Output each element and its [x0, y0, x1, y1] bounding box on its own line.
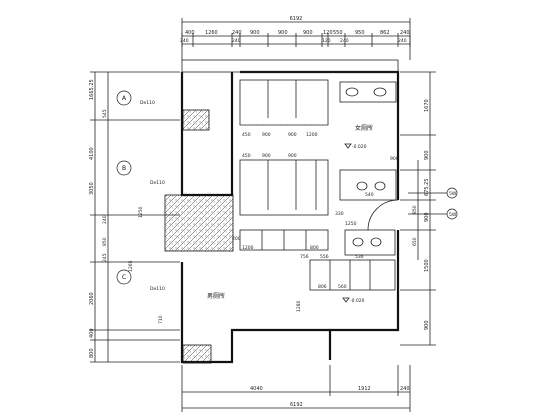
bottom-dimension-chain: 4040 1912 240 6192	[181, 365, 411, 412]
right-dim-3: 675.25	[424, 179, 430, 197]
axis-bubble-c: C	[116, 269, 132, 285]
lower-stall-dim-2: 800	[310, 245, 319, 251]
level-lower-value: -0.020	[350, 298, 365, 304]
right-sub-dim-1: 850	[412, 205, 418, 214]
left-sub-dim-2: 240	[102, 215, 108, 224]
top-dim-6: 900	[303, 30, 313, 36]
right-dim-4: 900	[424, 212, 430, 222]
axis-bubble-a: A	[116, 90, 132, 106]
pipe-label-1: De110	[140, 100, 155, 106]
top-dim-9: 950	[355, 30, 365, 36]
inner-dim-1: 540	[365, 192, 374, 198]
shaft-hatch-middle	[164, 194, 234, 252]
top-sub-dim-5: 240	[398, 38, 407, 44]
left-dim-4: 2060	[89, 292, 95, 305]
section-marker-upper: 5W	[408, 187, 458, 199]
top-dim-7: 120	[323, 30, 333, 36]
left-dim-3: 3050	[89, 182, 95, 195]
level-mark-upper: -0.020	[344, 143, 367, 150]
left-sub-dim-7: 710	[158, 315, 164, 324]
inner-dim-5: 756	[300, 254, 309, 260]
axis-bubble-a-label: A	[122, 95, 127, 102]
bottom-dim-1: 4040	[250, 386, 263, 392]
lower-stall-block: 1200 800 200 806 560	[232, 229, 347, 290]
shaft-hatch-upper	[182, 109, 210, 131]
bottom-dim-3: 240	[400, 386, 410, 392]
shaft-hatch-lower	[182, 344, 212, 364]
inner-dim-3: 900	[390, 156, 399, 162]
left-sub-dim-4: 1250	[138, 206, 144, 218]
inner-dim-7: 536	[355, 254, 364, 260]
inner-dim-8: 1280	[296, 300, 302, 312]
bottom-total-dim: 6192	[290, 402, 303, 408]
right-sub-dim-2: 650	[412, 237, 418, 246]
top-sub-dim-4: 240	[340, 38, 349, 44]
male-room-label: 男厕所	[207, 292, 225, 300]
upper-stall-dim-3: 900	[288, 132, 297, 138]
upper-stall-dim-4: 1200	[306, 132, 318, 138]
top-sub-dim-2: 240	[232, 38, 241, 44]
top-dim-8: 550	[333, 30, 343, 36]
axis-bubble-c-label: C	[122, 274, 126, 281]
pipe-label-2: De110	[150, 180, 165, 186]
left-dim-2: 4100	[89, 147, 95, 160]
pipe-label-3: De110	[150, 286, 165, 292]
top-dim-1: 400	[185, 30, 195, 36]
left-dim-1: 1665.25	[89, 79, 95, 100]
axis-bubble-b: B	[116, 160, 132, 176]
outer-walls	[164, 59, 400, 364]
lower-stall-dim-3: 200	[232, 236, 241, 242]
top-total-dim: 6192	[290, 16, 303, 22]
female-room-label: 女厕所	[355, 124, 373, 132]
left-sub-dim-1: 545	[102, 109, 108, 118]
level-mark-lower: -0.020	[342, 297, 365, 304]
inner-dim-4: 1250	[345, 221, 357, 227]
inner-dim-6: 556	[320, 254, 329, 260]
mid-stall-dim-1: 450	[242, 153, 251, 159]
top-dimension-chain: 6192 400 1260 240 900 900 900 120 550 95…	[180, 16, 411, 60]
top-dim-3: 240	[232, 30, 242, 36]
section-marker-lower: 5W	[408, 208, 458, 220]
right-dim-6: 900	[424, 320, 430, 330]
left-sub-dim-6: 1265	[128, 260, 134, 272]
mid-stall-dim-2: 900	[262, 153, 271, 159]
top-dim-5: 900	[278, 30, 288, 36]
level-upper-value: -0.020	[352, 144, 367, 150]
top-sub-dim-3: 120	[322, 38, 331, 44]
upper-stall-dim-2: 900	[262, 132, 271, 138]
left-dim-5: 400	[89, 328, 95, 338]
left-sub-dim-5: 245	[102, 253, 108, 262]
right-dim-1: 1670	[424, 99, 430, 112]
right-dim-2: 900	[424, 150, 430, 160]
lower-stall-dim-5: 560	[338, 284, 347, 290]
right-dimension-chain: 1670 900 675.25 900 1500 900 850 650	[400, 71, 436, 346]
left-dim-6: 800	[89, 348, 95, 358]
top-dim-10: 862	[380, 30, 390, 36]
bottom-dim-2: 1912	[358, 386, 371, 392]
top-dim-11: 240	[400, 30, 410, 36]
top-dim-2: 1260	[205, 30, 218, 36]
right-fixture-zone	[309, 81, 399, 291]
top-dim-4: 900	[250, 30, 260, 36]
middle-stall-block: 450 900 900	[239, 153, 329, 216]
section-marker-lower-label: 5W	[449, 212, 457, 218]
inner-dim-2: 330	[335, 211, 344, 217]
axis-bubble-b-label: B	[122, 165, 126, 172]
lower-stall-dim-4: 806	[318, 284, 327, 290]
left-sub-dim-3: 850	[102, 237, 108, 246]
inner-dimensions: 540 330 900 1250 756 556 536 1280	[296, 156, 399, 312]
right-dim-5: 1500	[424, 259, 430, 272]
top-sub-dim-1: 240	[180, 38, 189, 44]
section-marker-upper-label: 5W	[449, 191, 457, 197]
lower-stall-dim-1: 1200	[242, 245, 254, 251]
upper-stall-block: 450 900 900 1200	[239, 79, 329, 138]
mid-stall-dim-3: 900	[288, 153, 297, 159]
upper-stall-dim-1: 450	[242, 132, 251, 138]
